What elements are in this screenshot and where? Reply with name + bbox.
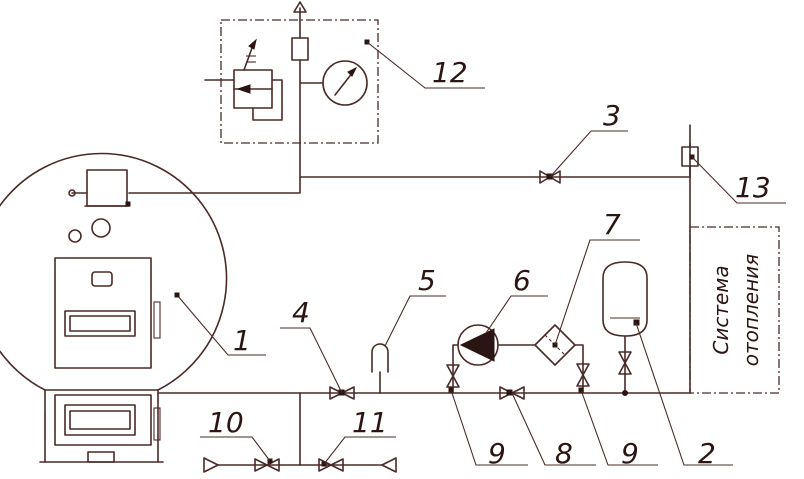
callout-9-left: 9 xyxy=(488,437,506,470)
safety-group xyxy=(204,1,379,144)
callout-7: 7 xyxy=(603,208,621,241)
sensor-5 xyxy=(371,343,389,394)
callout-9-right: 9 xyxy=(621,437,639,470)
callout-13: 13 xyxy=(735,171,771,204)
shutoff-valve-3 xyxy=(539,170,561,184)
pump-6 xyxy=(457,324,499,366)
callout-11: 11 xyxy=(352,406,388,439)
boiler xyxy=(0,152,228,463)
system-label-line1: Система xyxy=(709,265,733,354)
callouts: 1 2 3 4 5 6 7 8 9 9 10 11 12 xyxy=(174,41,786,470)
expansion-tank-2 xyxy=(602,261,648,375)
callout-2: 2 xyxy=(698,437,716,470)
heating-system-box: Система отопления xyxy=(689,226,780,394)
callout-4: 4 xyxy=(292,296,310,329)
callout-1: 1 xyxy=(233,324,251,357)
callout-5: 5 xyxy=(418,264,436,297)
pipelines xyxy=(128,142,691,466)
callout-10: 10 xyxy=(208,406,244,439)
shutoff-valve-8 xyxy=(499,386,525,400)
system-label-line2: отопления xyxy=(739,254,763,366)
callout-3: 3 xyxy=(603,99,621,132)
callout-8: 8 xyxy=(555,437,573,470)
callout-6: 6 xyxy=(513,264,531,297)
callout-12: 12 xyxy=(432,56,468,89)
